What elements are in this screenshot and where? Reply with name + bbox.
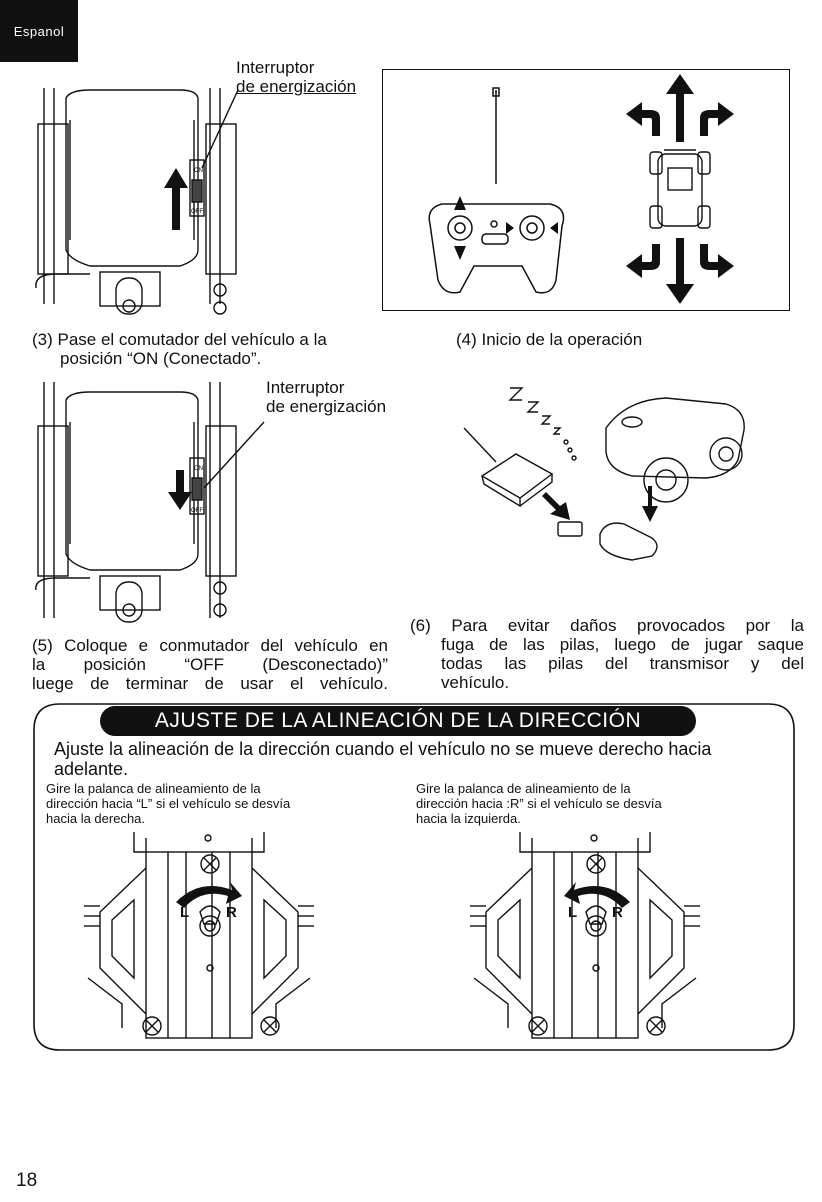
- vehicle-switch-off-illustration: ON OFF: [35, 382, 265, 623]
- svg-text:OFF: OFF: [191, 209, 203, 215]
- step6-caption-line2: fuga de las pilas, luego de jugar saque: [441, 635, 804, 654]
- step6-caption: (6) Para evitar daños provocados por la …: [410, 616, 804, 692]
- step5-caption-line1: (5) Coloque e conmutador del vehículo en: [32, 636, 388, 655]
- step3-caption-line2: posición “ON (Conectado”.: [60, 349, 262, 368]
- alignment-intro-line2: adelante.: [54, 759, 129, 779]
- svg-text:OFF: OFF: [191, 508, 203, 514]
- chassis-right-illustration: [470, 832, 700, 1039]
- left-text-line3: hacia la derecha.: [46, 811, 146, 826]
- step5-caption-line3: luege de terminar de usar el vehículo.: [32, 674, 388, 693]
- right-text-line1: Gire la palanca de alineamiento de la: [416, 781, 631, 796]
- svg-text:ON: ON: [194, 466, 203, 472]
- direction-arrows-illustration: [626, 74, 734, 304]
- step3-caption-line1: (3) Pase el comutador del vehículo a la: [32, 330, 327, 349]
- switch-label-line2: de energización: [266, 397, 387, 416]
- page-number: 18: [16, 1170, 38, 1191]
- switch-label-line1: Interruptor: [236, 58, 315, 77]
- left-text-line1: Gire la palanca de alineamiento de la: [46, 781, 261, 796]
- vehicle-switch-on-illustration: ON OFF: [35, 88, 239, 315]
- step4-caption: (4) Inicio de la operación: [456, 330, 643, 349]
- language-tab: Espanol: [0, 0, 78, 62]
- lever-mark-l-right: L: [568, 904, 578, 921]
- step5-caption: (5) Coloque e conmutador del vehículo en…: [32, 636, 388, 693]
- alignment-banner: AJUSTE DE LA ALINEACIÓN DE LA DIRECCIÓN: [100, 706, 696, 736]
- step6-caption-line3: todas las pilas del transmisor y del: [441, 654, 804, 673]
- step6-caption-line1: (6) Para evitar daños provocados por la: [410, 616, 804, 635]
- lever-mark-l-left: L: [180, 904, 190, 921]
- alignment-intro-line1: Ajuste la alineación de la dirección cua…: [54, 739, 712, 759]
- lever-mark-r-right: R: [612, 904, 623, 921]
- alignment-section-frame: [33, 703, 795, 1051]
- transmitter-illustration: [428, 87, 565, 294]
- switch-label-line2: de energización: [236, 77, 357, 96]
- alignment-right-text: Gire la palanca de alineamiento de la di…: [416, 781, 662, 826]
- step3-caption: (3) Pase el comutador del vehículo a la …: [32, 330, 392, 368]
- battery-removal-illustration: [463, 387, 745, 561]
- lever-mark-r-left: R: [226, 904, 237, 921]
- switch-label-line1: Interruptor: [266, 378, 345, 397]
- left-text-line2: dirección hacia “L” si el vehículo se de…: [46, 796, 291, 811]
- switch-label-step3: Interruptor de energización: [236, 58, 356, 96]
- alignment-left-text: Gire la palanca de alineamiento de la di…: [46, 781, 290, 826]
- right-text-line2: dirección hacia :R” si el vehículo se de…: [416, 796, 662, 811]
- operation-diagram-box: [382, 69, 790, 311]
- svg-text:ON: ON: [194, 168, 203, 174]
- step5-caption-line2: la posición “OFF (Desconectado)”: [32, 655, 388, 674]
- alignment-intro: Ajuste la alineación de la dirección cua…: [54, 739, 794, 779]
- step6-caption-line4: vehículo.: [441, 673, 510, 692]
- chassis-left-illustration: [84, 832, 314, 1039]
- switch-label-step5: Interruptor de energización: [266, 378, 386, 416]
- right-text-line3: hacia la izquierda.: [416, 811, 521, 826]
